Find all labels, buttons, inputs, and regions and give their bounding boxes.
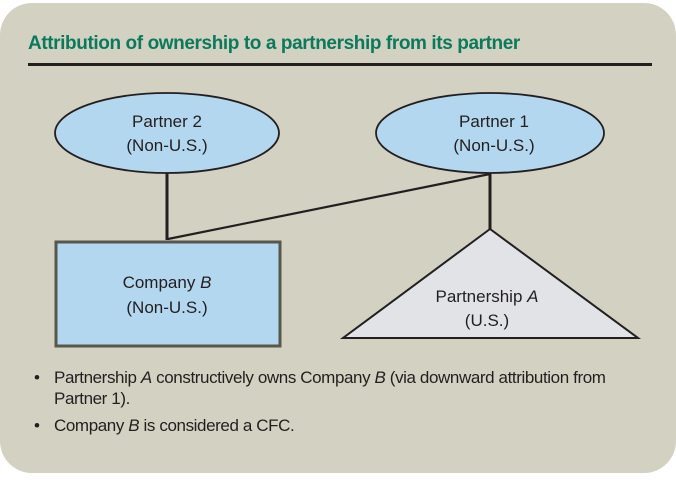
node-partner-2: Partner 2 (Non-U.S.) [54, 92, 280, 174]
partner-2-jurisdiction: (Non-U.S.) [126, 136, 207, 155]
company-b-name-prefix: Company [123, 273, 200, 292]
company-b-name: Company B [123, 273, 212, 292]
partnership-a-name: Partnership A [435, 287, 538, 306]
node-company-b: Company B (Non-U.S.) [54, 240, 282, 348]
partner-1-name: Partner 1 [459, 112, 529, 131]
partnership-a-letter: A [526, 287, 538, 306]
partner-2-ellipse [54, 92, 280, 174]
partner-1-ellipse [375, 92, 605, 174]
note-italic-text: B [128, 416, 140, 435]
note-item: Company B is considered a CFC. [32, 415, 642, 436]
title-rule [28, 63, 652, 66]
node-partner-1: Partner 1 (Non-U.S.) [375, 92, 605, 174]
node-partnership-a: Partnership A (U.S.) [339, 227, 642, 339]
notes-list: Partnership A constructively owns Compan… [32, 367, 642, 442]
partner-2-name: Partner 2 [132, 112, 202, 131]
partnership-a-jurisdiction: (U.S.) [465, 311, 509, 330]
note-text: constructively owns Company [151, 368, 375, 387]
exhibit-title: Attribution of ownership to a partnershi… [28, 33, 520, 54]
note-italic-text: B [374, 368, 386, 387]
edge-partner1-company-b [167, 172, 491, 241]
partnership-a-triangle [339, 227, 642, 339]
company-b-jurisdiction: (Non-U.S.) [126, 298, 207, 317]
note-text: Company [54, 416, 129, 435]
company-b-letter: B [200, 273, 211, 292]
partnership-a-name-prefix: Partnership [435, 287, 527, 306]
partner-1-jurisdiction: (Non-U.S.) [453, 136, 534, 155]
note-text: is considered a CFC. [139, 416, 295, 435]
company-b-rect [54, 240, 282, 348]
note-italic-text: A [140, 368, 152, 387]
note-text: Partnership [54, 368, 141, 387]
note-text: (via downward attribution from Partner 1… [54, 368, 606, 408]
note-item: Partnership A constructively owns Compan… [32, 367, 642, 409]
